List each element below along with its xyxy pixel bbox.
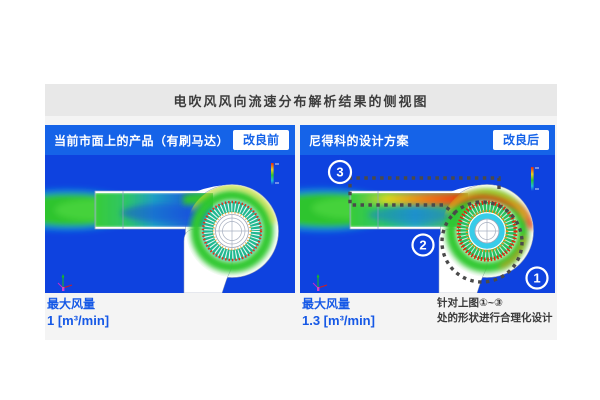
color-legend-icon bbox=[271, 163, 279, 185]
design-note-line2: 处的形状进行合理化设计 bbox=[437, 312, 553, 324]
caption-after-value: 1.3 [m³/min] bbox=[302, 313, 375, 328]
panel-before: 当前市面上的产品（有刷马达） 改良前 bbox=[45, 125, 295, 293]
caption-before: 最大风量 1 [m³/min] bbox=[47, 297, 109, 329]
impeller-hub bbox=[474, 218, 500, 244]
impeller bbox=[456, 200, 518, 262]
axis-triad-icon bbox=[312, 274, 328, 291]
caption-before-label: 最大风量 bbox=[47, 297, 96, 311]
after-badge-button[interactable]: 改良后 bbox=[492, 130, 549, 150]
marker-circle-2: 2 bbox=[411, 233, 435, 257]
design-note: 针对上图①~③ 处的形状进行合理化设计 bbox=[437, 296, 557, 326]
cfd-simulation-after: 3 2 1 bbox=[300, 155, 555, 293]
caption-after: 最大风量 1.3 [m³/min] bbox=[302, 297, 375, 329]
cfd-simulation-before bbox=[45, 155, 295, 293]
axis-triad-icon bbox=[57, 274, 73, 291]
color-legend-icon bbox=[531, 167, 539, 191]
panel-after-title: 尼得科的设计方案 bbox=[309, 133, 410, 148]
panel-before-header: 当前市面上的产品（有刷马达） 改良前 bbox=[45, 125, 295, 155]
marker-label-3: 3 bbox=[336, 165, 343, 180]
marker-circle-1: 1 bbox=[525, 266, 549, 290]
before-badge-button[interactable]: 改良前 bbox=[232, 130, 289, 150]
impeller bbox=[201, 200, 263, 262]
scroll-housing-flow bbox=[444, 189, 533, 273]
design-note-line1: 针对上图①~③ bbox=[437, 297, 503, 309]
figure-title: 电吹风风向流速分布解析结果的侧视图 bbox=[173, 93, 429, 109]
caption-after-label: 最大风量 bbox=[302, 297, 351, 311]
figure-title-bar: 电吹风风向流速分布解析结果的侧视图 bbox=[45, 84, 557, 116]
panel-after: 尼得科的设计方案 改良后 bbox=[300, 125, 555, 293]
marker-circle-3: 3 bbox=[327, 159, 353, 185]
caption-before-value: 1 [m³/min] bbox=[47, 313, 110, 328]
impeller-hub bbox=[215, 214, 249, 248]
dashed-region-outline bbox=[348, 176, 524, 284]
panel-before-title: 当前市面上的产品（有刷马达） bbox=[54, 133, 230, 148]
marker-label-1: 1 bbox=[533, 271, 540, 286]
panel-after-header: 尼得科的设计方案 改良后 bbox=[300, 125, 555, 155]
marker-label-2: 2 bbox=[419, 238, 426, 253]
